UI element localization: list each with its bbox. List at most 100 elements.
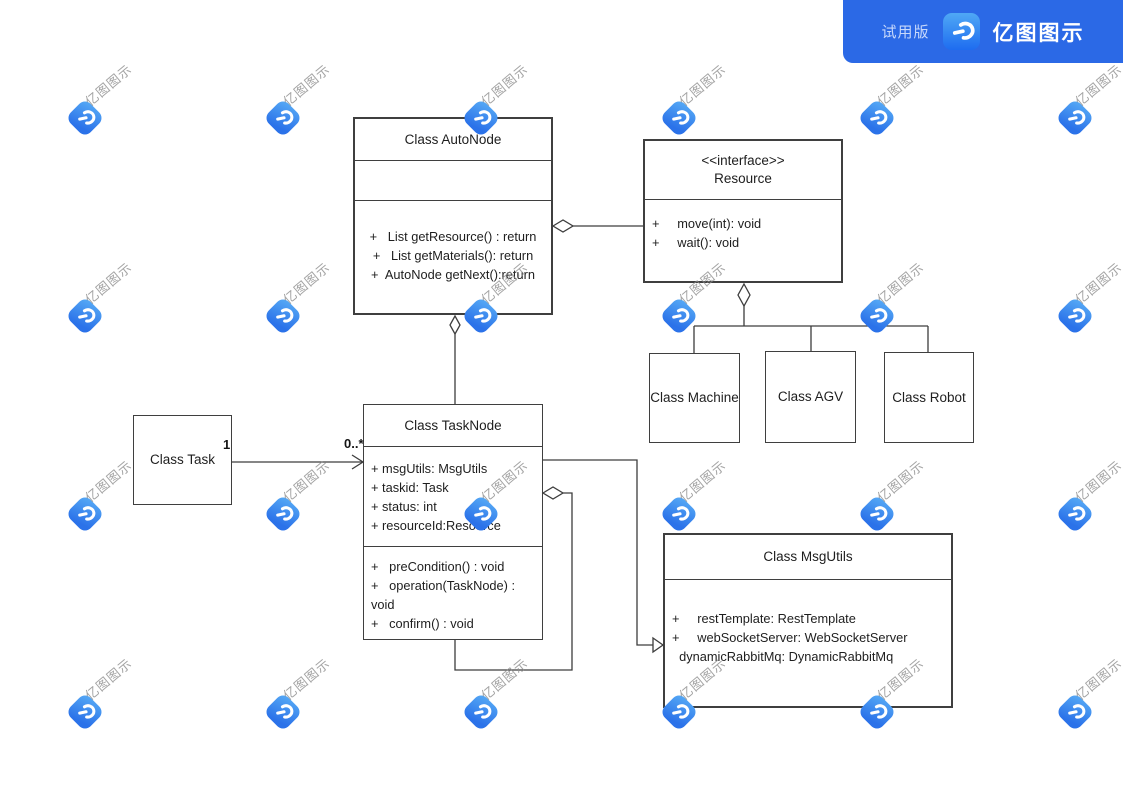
watermark: 亿图图示 xyxy=(857,260,927,336)
edraw-logo-icon xyxy=(942,13,980,50)
watermark-text: 亿图图示 xyxy=(82,655,135,703)
watermark-text: 亿图图示 xyxy=(82,61,135,109)
attribute-line: + taskid: Task xyxy=(371,480,449,495)
attribute-line: + msgUtils: MsgUtils xyxy=(371,461,488,476)
edraw-logo-icon xyxy=(659,296,699,336)
class-box-agv[interactable]: Class AGV xyxy=(765,351,856,443)
trial-banner[interactable]: 试用版 亿图图示 xyxy=(843,0,1123,63)
attribute-line: + restTemplate: RestTemplate xyxy=(672,611,856,626)
method-line: + List getMaterials(): return xyxy=(372,248,534,263)
watermark: 亿图图示 xyxy=(65,62,135,138)
aggregation-autonode-resource[interactable] xyxy=(551,219,643,233)
edraw-logo-icon xyxy=(263,692,303,732)
edraw-logo-icon xyxy=(263,296,303,336)
methods-section: + move(int): void + wait(): void xyxy=(645,199,841,281)
class-box-robot[interactable]: Class Robot xyxy=(884,352,974,443)
class-title: Class TaskNode xyxy=(404,417,502,433)
class-box-machine[interactable]: Class Machine xyxy=(649,353,740,443)
multiplicity-label-one: 1 xyxy=(223,437,231,452)
method-line: + operation(TaskNode) : void xyxy=(371,578,519,612)
watermark-text: 亿图图示 xyxy=(82,457,135,505)
edraw-logo-icon xyxy=(659,98,699,138)
watermark: 亿图图示 xyxy=(263,62,333,138)
class-title: Class AGV xyxy=(777,389,844,404)
watermark: 亿图图示 xyxy=(1055,62,1123,138)
watermark: 亿图图示 xyxy=(65,260,135,336)
edraw-logo-icon xyxy=(857,296,897,336)
edraw-logo-icon xyxy=(263,494,303,534)
watermark-text: 亿图图示 xyxy=(676,61,729,109)
class-title: Resource xyxy=(714,171,772,186)
attribute-line: + webSocketServer: WebSocketServer xyxy=(672,630,908,645)
generalization-tasknode-msgutils[interactable] xyxy=(543,459,665,654)
edraw-logo-icon xyxy=(857,494,897,534)
class-box-tasknode[interactable]: Class TaskNode + msgUtils: MsgUtils + ta… xyxy=(363,404,543,640)
edraw-logo-icon xyxy=(461,692,501,732)
interface-stereotype: <<interface>> xyxy=(701,153,785,168)
watermark: 亿图图示 xyxy=(263,260,333,336)
watermark: 亿图图示 xyxy=(659,458,729,534)
watermark-text: 亿图图示 xyxy=(1072,61,1123,109)
edraw-logo-icon xyxy=(65,98,105,138)
attribute-line: + status: int xyxy=(371,499,437,514)
method-line: + AutoNode getNext():return xyxy=(371,267,535,282)
watermark-text: 亿图图示 xyxy=(1072,259,1123,307)
class-box-task[interactable]: Class Task xyxy=(133,415,232,505)
watermark: 亿图图示 xyxy=(857,62,927,138)
edraw-logo-icon xyxy=(65,494,105,534)
methods-section: + preCondition() : void + operation(Task… xyxy=(364,546,542,639)
watermark: 亿图图示 xyxy=(1055,458,1123,534)
watermark: 亿图图示 xyxy=(263,458,333,534)
watermark: 亿图图示 xyxy=(461,656,531,732)
watermark: 亿图图示 xyxy=(1055,656,1123,732)
watermark: 亿图图示 xyxy=(1055,260,1123,336)
edraw-logo-icon xyxy=(65,692,105,732)
attributes-section xyxy=(355,160,551,200)
watermark-text: 亿图图示 xyxy=(478,61,531,109)
attributes-section: + msgUtils: MsgUtils + taskid: Task + st… xyxy=(364,446,542,546)
aggregation-resource-subclasses[interactable] xyxy=(693,282,929,353)
watermark-text: 亿图图示 xyxy=(1072,655,1123,703)
aggregation-autonode-tasknode[interactable] xyxy=(449,314,461,404)
class-box-resource[interactable]: <<interface>> Resource + move(int): void… xyxy=(643,139,843,283)
class-box-msgutils[interactable]: Class MsgUtils + restTemplate: RestTempl… xyxy=(663,533,953,708)
watermark-text: 亿图图示 xyxy=(1072,457,1123,505)
watermark: 亿图图示 xyxy=(659,62,729,138)
edraw-logo-icon xyxy=(1055,692,1095,732)
trial-version-label: 试用版 xyxy=(881,24,930,41)
edraw-logo-icon xyxy=(857,98,897,138)
class-title: Class Robot xyxy=(892,389,966,405)
class-title: Class AutoNode xyxy=(404,131,502,147)
method-line: + move(int): void xyxy=(652,216,762,231)
method-line: + wait(): void xyxy=(652,235,740,250)
attribute-line: + resourceId:Resource xyxy=(371,518,501,533)
watermark-text: 亿图图示 xyxy=(874,457,927,505)
watermark-text: 亿图图示 xyxy=(280,61,333,109)
watermark-text: 亿图图示 xyxy=(676,457,729,505)
class-title: Class Task xyxy=(149,452,216,467)
brand-name: 亿图图示 xyxy=(992,21,1085,45)
watermark-text: 亿图图示 xyxy=(280,655,333,703)
attributes-section: + restTemplate: RestTemplate + webSocket… xyxy=(665,579,951,706)
watermark-text: 亿图图示 xyxy=(280,457,333,505)
edraw-logo-icon xyxy=(65,296,105,336)
watermark-text: 亿图图示 xyxy=(280,259,333,307)
class-box-autonode[interactable]: Class AutoNode + List getResource() : re… xyxy=(353,117,553,315)
edraw-logo-icon xyxy=(1055,296,1095,336)
method-line: + preCondition() : void xyxy=(371,559,505,574)
watermark: 亿图图示 xyxy=(263,656,333,732)
edraw-logo-icon xyxy=(1055,494,1095,534)
methods-section: + List getResource() : return + List get… xyxy=(355,200,551,313)
watermark: 亿图图示 xyxy=(857,458,927,534)
class-title: Class Machine xyxy=(650,390,739,405)
watermark: 亿图图示 xyxy=(65,656,135,732)
watermark-text: 亿图图示 xyxy=(82,259,135,307)
class-title: Class MsgUtils xyxy=(763,549,853,564)
watermark-text: 亿图图示 xyxy=(874,61,927,109)
watermark: 亿图图示 xyxy=(65,458,135,534)
method-line: + confirm() : void xyxy=(371,616,474,631)
association-task-tasknode[interactable] xyxy=(232,454,365,470)
edraw-logo-icon xyxy=(659,494,699,534)
edraw-logo-icon xyxy=(1055,98,1095,138)
watermark-text: 亿图图示 xyxy=(478,655,531,703)
